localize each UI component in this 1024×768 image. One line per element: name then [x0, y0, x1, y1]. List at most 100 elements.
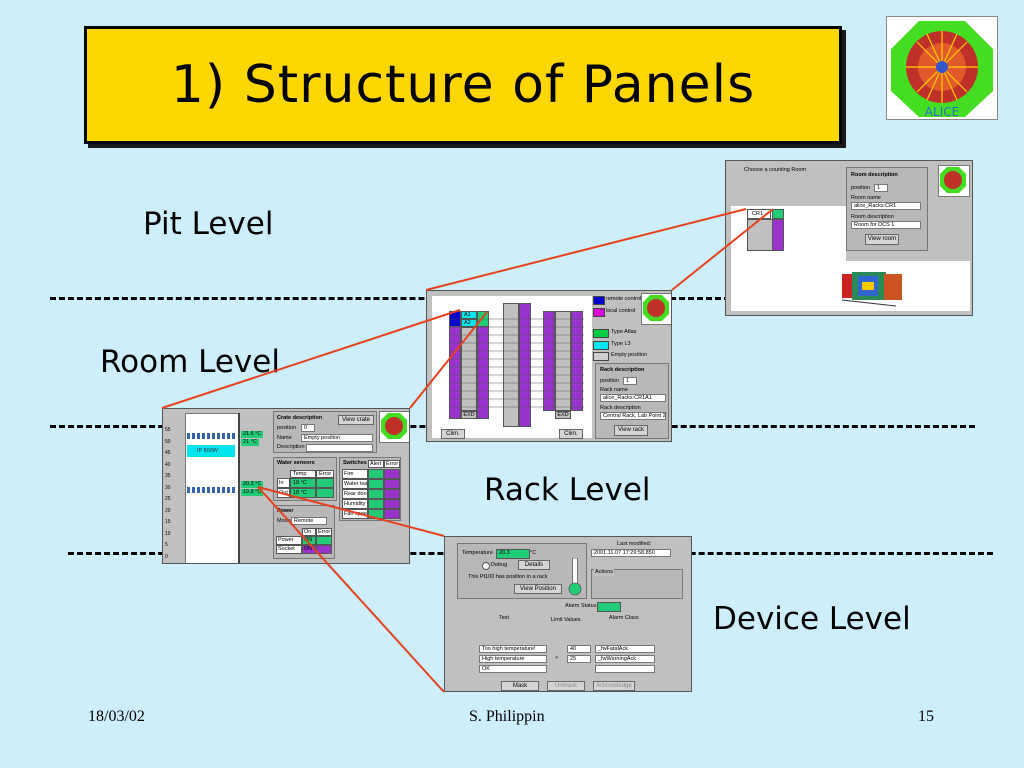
power-row-socket-on[interactable]: ON [302, 545, 316, 554]
debug-radio[interactable] [482, 562, 490, 570]
rack-position-field[interactable]: 1 [623, 377, 637, 385]
legend-swatch-remote [593, 296, 605, 305]
legend-type-atlas: Type Atlas [611, 329, 637, 335]
ruler-tick-label: 35 [165, 473, 171, 479]
crate-description-group: Crate description View crate position 0 … [273, 411, 377, 453]
view-position-button[interactable]: View Position [514, 584, 562, 594]
footer-page-number: 15 [918, 708, 934, 725]
rack-position-label: position [600, 378, 619, 384]
power-row-power-error [316, 536, 332, 545]
actions-group: Actions [591, 569, 683, 599]
device-level-panel: Temperature 20.3 °C Debug Details This P… [444, 536, 692, 692]
rack-legend: remote control local control Type Atlas … [593, 296, 647, 362]
room-position-field[interactable]: 1 [874, 184, 888, 192]
rack-grid-lines [449, 318, 584, 408]
crate-desc-title: Crate description [277, 415, 323, 421]
temperature-value: 20.3 [496, 549, 530, 559]
switch-row-label: Water leak [342, 479, 368, 489]
rack-level-label: Rack Level [484, 472, 651, 508]
col-text-header: Text [499, 615, 510, 621]
switch-row-alert [368, 479, 384, 489]
alarm-text-field[interactable]: High temperature [479, 655, 547, 663]
temp-top-2[interactable]: 21 °C [241, 439, 259, 446]
rack-name-field[interactable]: alice_Racks:CR1A1 [600, 394, 666, 402]
alarm-text-field[interactable]: Too high temperature! [479, 645, 547, 653]
switch-row-error [384, 499, 400, 509]
room-desc-field[interactable]: Room for DCS 1 [851, 221, 921, 229]
legend-swatch-atlas [593, 329, 609, 338]
temp-top-1[interactable]: 21.6 °C [241, 431, 264, 438]
ruler-tick-label: 45 [165, 450, 171, 456]
crate-desc-label: Description [277, 444, 305, 450]
crate-top-slots [187, 433, 235, 439]
alarm-status-indicator [597, 602, 621, 612]
room-box-cr1-status [772, 209, 784, 219]
view-rack-button[interactable]: View rack [614, 425, 648, 436]
rack-column-c-status [543, 311, 555, 411]
col-limit-header: Limit Values [551, 617, 581, 623]
temp-bottom-1[interactable]: 20.3 °C [241, 481, 264, 488]
last-modified-field: 2001.11.07 17:29:58.850 [591, 549, 671, 557]
mask-button[interactable]: Mask [501, 681, 539, 691]
room-panel-logo-icon [641, 293, 671, 325]
switch-row-alert [368, 499, 384, 509]
acknowledge-button[interactable]: Acknowledge [593, 681, 635, 691]
water-sensors-group: Water sensors Temp Error In 18 °C Out 18… [273, 457, 337, 501]
legend-empty-position: Empty position [611, 352, 648, 358]
alarm-class-field[interactable] [595, 665, 655, 673]
alarm-limit-field[interactable]: 25 [567, 655, 591, 663]
power-row-socket-label: Socket [276, 545, 302, 554]
power-row-power-on[interactable]: ON [302, 536, 316, 545]
room-desc-title: Room description [851, 172, 898, 178]
detector-image-icon [836, 266, 916, 308]
water-row-in-temp: 18 °C [290, 478, 316, 488]
rack-column-b [503, 303, 519, 427]
exd-left[interactable]: EXD [461, 411, 477, 419]
view-room-button[interactable]: View room [865, 234, 899, 245]
alarm-text-field[interactable]: OK [479, 665, 547, 673]
power-header-error: Error [316, 528, 332, 536]
crate-desc-field[interactable] [306, 444, 373, 452]
switch-row-label: Fire [342, 469, 368, 479]
room-box-cr1[interactable]: CR1 [747, 209, 771, 219]
power-row-socket-error [316, 545, 332, 554]
view-crate-button[interactable]: View crate [338, 415, 374, 425]
choose-room-prompt: Choose a counting Room [744, 167, 807, 173]
ruler-tick-label: 10 [165, 530, 171, 537]
crate-name-label: Name [277, 435, 292, 441]
col-class-header: Alarm Class [609, 615, 639, 621]
exd-right[interactable]: EXD [555, 411, 571, 419]
rack-name-label: Rack name [600, 387, 628, 393]
rack-column-c [555, 311, 571, 411]
rack-rail [238, 413, 240, 563]
crate-position-field[interactable]: 0 [301, 424, 315, 432]
ruler-tick-label: 0 [165, 553, 168, 560]
clim-right-button[interactable]: Clim. [559, 429, 583, 439]
switch-row-error [384, 469, 400, 479]
alarm-class-field[interactable]: _fwWarningAck [595, 655, 655, 663]
switch-row-error [384, 489, 400, 499]
ruler-tick-label: 50 [165, 438, 171, 445]
room-name-field[interactable]: alice_Racks:CR1 [851, 202, 921, 210]
rack-column-b-status [519, 303, 531, 427]
crate-name-field[interactable]: Empty position [301, 434, 373, 442]
alarm-class-field[interactable]: _fwFatalAck [595, 645, 655, 653]
pit-level-label: Pit Level [143, 206, 274, 242]
alarm-operator: > [555, 655, 559, 661]
alarm-limit-field[interactable]: 40 [567, 645, 591, 653]
details-button[interactable]: Details [518, 560, 550, 570]
rack-desc-field[interactable]: Central Rack, Lab Point 2 [600, 412, 666, 420]
crate-ip500w[interactable]: IP 500W [187, 445, 235, 457]
water-row-in-label: In [277, 478, 290, 488]
power-mode-field[interactable]: Remote [291, 517, 327, 525]
switches-header-error: Error [384, 460, 400, 468]
temp-bottom-2[interactable]: 19.8 °C [241, 489, 264, 496]
water-row-in-error [316, 478, 334, 488]
ruler-tick-label: 25 [165, 496, 171, 502]
clim-left-button[interactable]: Clim. [441, 429, 465, 439]
water-row-out-error [316, 488, 334, 498]
switch-row-alert [368, 489, 384, 499]
temperature-unit: °C [530, 550, 537, 556]
switch-row-alert [368, 469, 384, 479]
unmask-button[interactable]: Unmask [547, 681, 585, 691]
